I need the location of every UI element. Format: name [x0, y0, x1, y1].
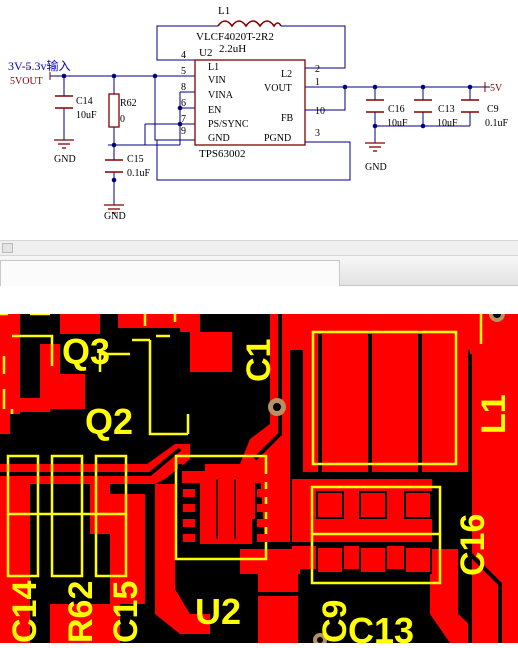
component-value: 0 — [120, 114, 125, 125]
pin-number: 6 — [181, 98, 186, 109]
scroll-thumb[interactable] — [2, 243, 13, 253]
pcb-label-c16[interactable]: C16 — [454, 514, 492, 576]
pin-name: GND — [208, 133, 230, 144]
capacitor-c9[interactable]: C9 0.1uF — [461, 99, 509, 129]
gnd-symbol — [104, 204, 124, 214]
component-value: 10uF — [437, 118, 458, 129]
inductor-ref: L1 — [218, 5, 230, 17]
component-value: 0.1uF — [127, 168, 151, 179]
junctions — [61, 73, 473, 183]
pin-number: 3 — [315, 128, 320, 139]
pin-name: VINA — [208, 90, 234, 101]
net-label-5v[interactable]: 5V — [490, 83, 503, 94]
ic-ref: U2 — [199, 47, 212, 59]
pin-name: VOUT — [264, 83, 292, 94]
schematic-canvas: L1 VLCF4020T-2R2 2.2uH U2 TPS63002 4 5 8… — [8, 5, 509, 222]
pin-number: 2 — [315, 64, 320, 75]
component-value: 0.1uF — [485, 118, 509, 129]
capacitor-pads — [316, 491, 432, 574]
pin-number: 4 — [181, 50, 186, 61]
silkscreen-outlines — [0, 312, 483, 585]
document-tab-strip — [0, 256, 518, 286]
schematic-view[interactable]: L1 VLCF4020T-2R2 2.2uH U2 TPS63002 4 5 8… — [0, 0, 518, 240]
capacitor-c13[interactable]: C13 10uF — [414, 99, 458, 129]
ic-part: TPS63002 — [199, 148, 245, 160]
pin-number: 1 — [315, 77, 320, 88]
resistor-r62[interactable]: R62 0 — [108, 93, 137, 128]
pcb-label-c9[interactable]: C9 — [316, 600, 354, 643]
ic-u2-pads — [183, 474, 269, 544]
horizontal-scrollbar[interactable] — [0, 240, 518, 256]
ic-u2-slots — [216, 479, 236, 539]
schematic-wires — [50, 25, 490, 205]
component-value: 10uF — [387, 118, 408, 129]
component-ref: C9 — [487, 104, 499, 115]
pcb-label-q3[interactable]: Q3 — [62, 331, 110, 372]
pin-name: L2 — [281, 69, 292, 80]
pcb-view[interactable]: Q3 Q2 U2 C13 C1 C16 L1 C14 R62 C15 C9 — [0, 306, 518, 648]
component-ref: R62 — [120, 98, 137, 109]
pin-number: 8 — [181, 82, 186, 93]
pcb-label-c15[interactable]: C15 — [107, 581, 145, 643]
pcb-label-u2[interactable]: U2 — [195, 591, 241, 632]
inductor-value: 2.2uH — [219, 43, 246, 55]
pcb-margin — [0, 286, 518, 314]
silkscreen-designators: Q3 Q2 U2 C13 C1 C16 L1 C14 R62 C15 C9 — [6, 331, 513, 648]
port-marker: ''' — [26, 66, 30, 74]
ic-u2[interactable]: U2 TPS63002 4 5 8 6 7 9 L1 VIN VINA EN P… — [181, 47, 325, 160]
capacitor-c15[interactable]: C15 0.1uF — [105, 154, 151, 179]
document-tab[interactable] — [0, 260, 340, 286]
pin-number: 7 — [181, 114, 186, 125]
pin-name: PS/SYNC — [208, 119, 249, 130]
component-ref: C14 — [76, 96, 93, 107]
pin-name: VIN — [208, 75, 226, 86]
pcb-label-c14[interactable]: C14 — [6, 581, 44, 643]
clearances — [0, 314, 502, 643]
capacitor-c16[interactable]: C16 10uF — [366, 99, 408, 129]
component-ref: C15 — [127, 154, 144, 165]
pin-name: EN — [208, 105, 221, 116]
input-voltage-note: 3V-5.3v输入 — [8, 58, 71, 73]
gnd-symbol — [54, 139, 74, 149]
gnd-label: GND — [54, 154, 76, 165]
pcb-label-r62[interactable]: R62 — [62, 581, 100, 643]
pin-name: FB — [281, 113, 294, 124]
net-label-5vout[interactable]: 5VOUT — [10, 76, 43, 87]
capacitor-c14[interactable]: C14 10uF — [55, 95, 97, 121]
pin-name: PGND — [264, 133, 291, 144]
gnd-label: GND — [104, 211, 126, 222]
pin-number: 9 — [181, 126, 186, 137]
pcb-canvas: Q3 Q2 U2 C13 C1 C16 L1 C14 R62 C15 C9 — [0, 306, 518, 648]
pcb-label-c13[interactable]: C13 — [348, 610, 414, 648]
pin-name: L1 — [208, 62, 219, 73]
component-ref: C13 — [438, 104, 455, 115]
pin-number: 10 — [315, 106, 325, 117]
gnd-label: GND — [365, 162, 387, 173]
inductor-l1[interactable]: L1 VLCF4020T-2R2 2.2uH — [196, 5, 282, 55]
pcb-label-c1[interactable]: C1 — [240, 339, 278, 382]
pcb-label-l1[interactable]: L1 — [475, 394, 513, 434]
pin-number: 5 — [181, 66, 186, 77]
pcb-label-q2[interactable]: Q2 — [85, 401, 133, 442]
inductor-part: VLCF4020T-2R2 — [196, 31, 274, 43]
gnd-symbol — [365, 142, 385, 152]
component-ref: C16 — [388, 104, 405, 115]
component-value: 10uF — [76, 110, 97, 121]
